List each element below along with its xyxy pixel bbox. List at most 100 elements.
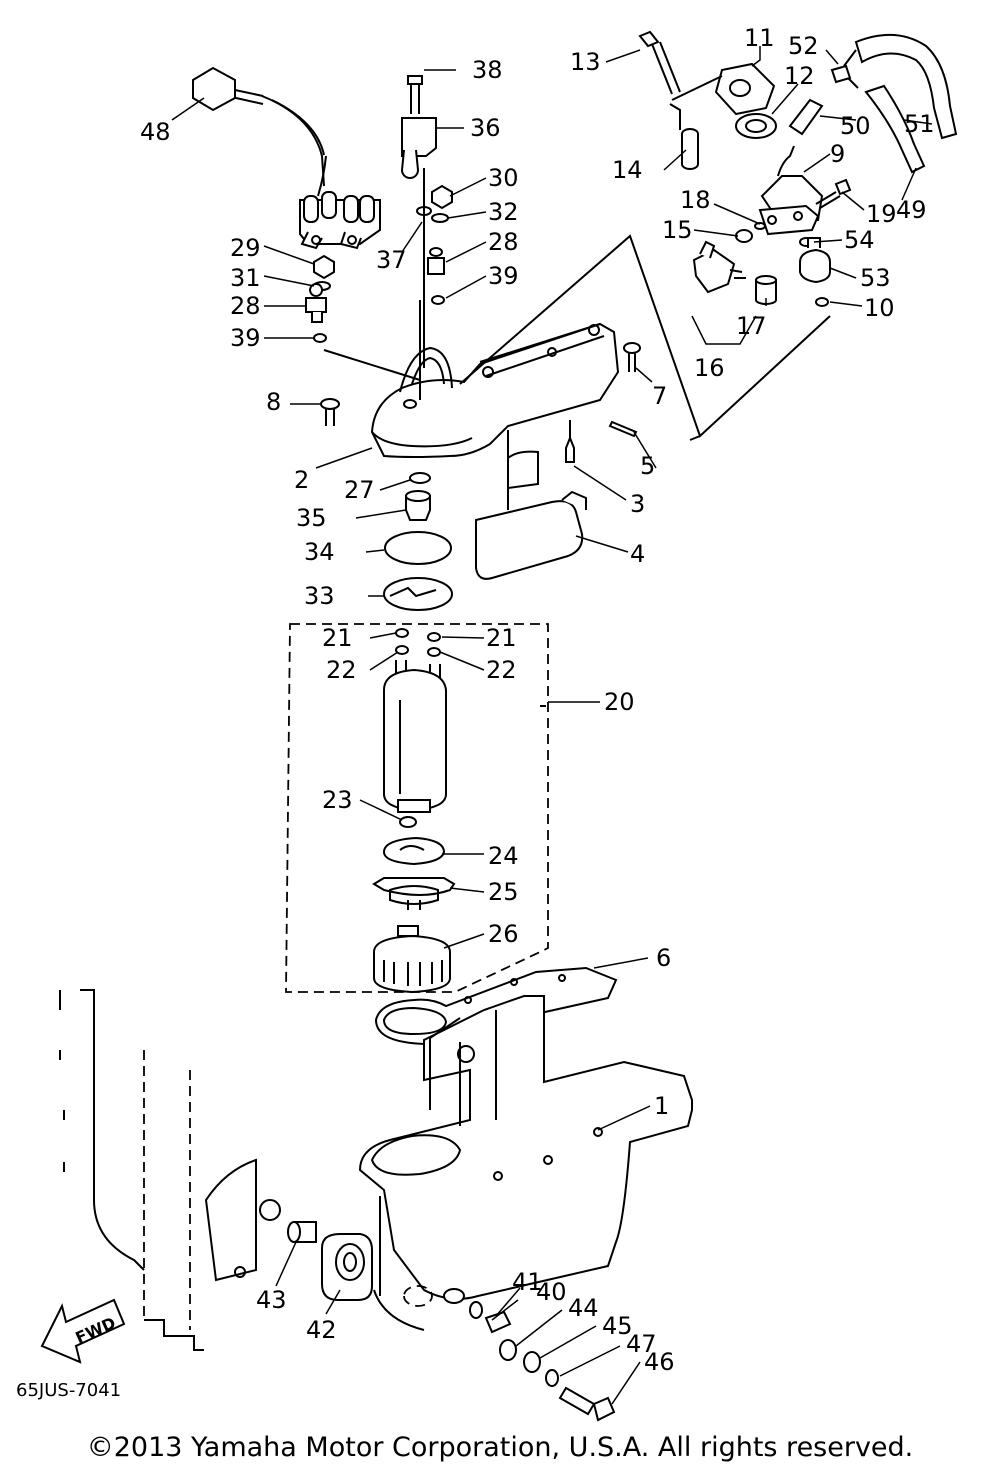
- part-46-bolt: [558, 1386, 616, 1422]
- callout-31: 31: [230, 264, 261, 292]
- callout-21a: 21: [322, 624, 353, 652]
- callout-32: 32: [488, 198, 519, 226]
- part-43-bushing: [287, 1221, 317, 1243]
- callout-38: 38: [472, 56, 503, 84]
- part-24-insulator: [382, 836, 446, 866]
- part-42-collar: [321, 1233, 373, 1301]
- callout-24: 24: [488, 842, 519, 870]
- part-35-plug: [405, 490, 431, 521]
- part-5-pin: [608, 420, 638, 438]
- part-23-washer: [399, 816, 417, 828]
- callout-19: 19: [866, 200, 897, 228]
- callout-9: 9: [830, 140, 845, 168]
- callout-14: 14: [612, 156, 643, 184]
- part-17-cap: [755, 275, 777, 305]
- callout-4: 4: [630, 540, 645, 568]
- callout-13: 13: [570, 48, 601, 76]
- callout-45: 45: [602, 1312, 633, 1340]
- part-53-sensor: [799, 237, 831, 284]
- callout-18: 18: [680, 186, 711, 214]
- callout-43: 43: [256, 1286, 287, 1314]
- callout-22a: 22: [326, 656, 357, 684]
- part-small-right-stack: [427, 184, 453, 305]
- callout-30: 30: [488, 164, 519, 192]
- callout-1: 1: [654, 1092, 669, 1120]
- callout-28a: 28: [488, 228, 519, 256]
- part-2-cover: [323, 300, 620, 458]
- callout-35: 35: [296, 504, 327, 532]
- copyright-notice: ©2013 Yamaha Motor Corporation, U.S.A. A…: [86, 1432, 914, 1463]
- callout-49: 49: [896, 196, 927, 224]
- part-18-oring: [754, 222, 766, 230]
- callout-21b: 21: [486, 624, 517, 652]
- callout-41: 41: [512, 1268, 543, 1296]
- callout-44: 44: [568, 1294, 599, 1322]
- part-fuel-pump: [383, 660, 447, 813]
- part-engine-outline: [59, 989, 281, 1351]
- part-50-hose: [788, 98, 824, 136]
- callout-20: 20: [604, 688, 635, 716]
- callout-16: 16: [694, 354, 725, 382]
- fwd-arrow-icon: FWD: [40, 1298, 126, 1364]
- part-7-8-screws: [320, 342, 641, 426]
- callout-12: 12: [784, 62, 815, 90]
- drawing-code: 65JUS-7041: [16, 1380, 121, 1401]
- part-3-needle: [565, 420, 575, 463]
- part-40-41-bolt: [469, 1301, 512, 1334]
- part-14-hose: [669, 75, 723, 170]
- callout-26: 26: [488, 920, 519, 948]
- part-49-hose: [864, 84, 926, 174]
- callout-17: 17: [736, 312, 767, 340]
- part-19-screw: [815, 178, 852, 209]
- part-4-float: [475, 430, 587, 580]
- part-connector-lines: [459, 234, 831, 441]
- callout-51: 51: [904, 110, 935, 138]
- part-solenoid-assembly: [299, 155, 381, 250]
- callout-8: 8: [266, 388, 281, 416]
- callout-labels: 1 2 3 4 5 6 7 8 9 10 11 12 13 14 15 16 1…: [140, 24, 935, 1376]
- part-small-left-stack: [305, 254, 335, 343]
- callout-23: 23: [322, 786, 353, 814]
- callout-27: 27: [344, 476, 375, 504]
- part-51-hose: [854, 33, 958, 140]
- callout-6: 6: [656, 944, 671, 972]
- part-11-plate: [714, 62, 776, 116]
- part-drawings: [59, 30, 958, 1422]
- callout-34: 34: [304, 538, 335, 566]
- part-12-gasket: [735, 113, 777, 139]
- callout-52: 52: [788, 32, 819, 60]
- callout-33: 33: [304, 582, 335, 610]
- callout-46: 46: [644, 1348, 675, 1376]
- part-25-bracket: [372, 877, 456, 910]
- part-34-oring: [384, 531, 452, 565]
- callout-10: 10: [864, 294, 895, 322]
- callout-11: 11: [744, 24, 775, 52]
- callout-39a: 39: [488, 262, 519, 290]
- callout-54: 54: [844, 226, 875, 254]
- callout-15: 15: [662, 216, 693, 244]
- part-33-plate: [383, 577, 453, 611]
- part-36-38-37: [400, 75, 437, 368]
- part-52-joint: [830, 49, 859, 89]
- callout-39b: 39: [230, 324, 261, 352]
- callout-48: 48: [140, 118, 171, 146]
- callout-2: 2: [294, 466, 309, 494]
- part-16-fitting: [692, 240, 746, 294]
- leader-lines: [171, 46, 933, 1405]
- part-9-regulator: [758, 145, 824, 236]
- part-48-harness: [192, 66, 325, 187]
- callout-47: 47: [626, 1330, 657, 1358]
- callout-28b: 28: [230, 292, 261, 320]
- part-20-boundary: [285, 623, 549, 993]
- callout-5: 5: [640, 452, 655, 480]
- callout-42: 42: [306, 1316, 337, 1344]
- part-27-oring: [409, 472, 431, 484]
- callout-36: 36: [470, 114, 501, 142]
- callout-37: 37: [376, 246, 407, 274]
- part-13-bolt: [638, 30, 681, 95]
- part-44-45-47-washers: [499, 1339, 559, 1387]
- callout-3: 3: [630, 490, 645, 518]
- callout-22b: 22: [486, 656, 517, 684]
- callout-7: 7: [652, 382, 667, 410]
